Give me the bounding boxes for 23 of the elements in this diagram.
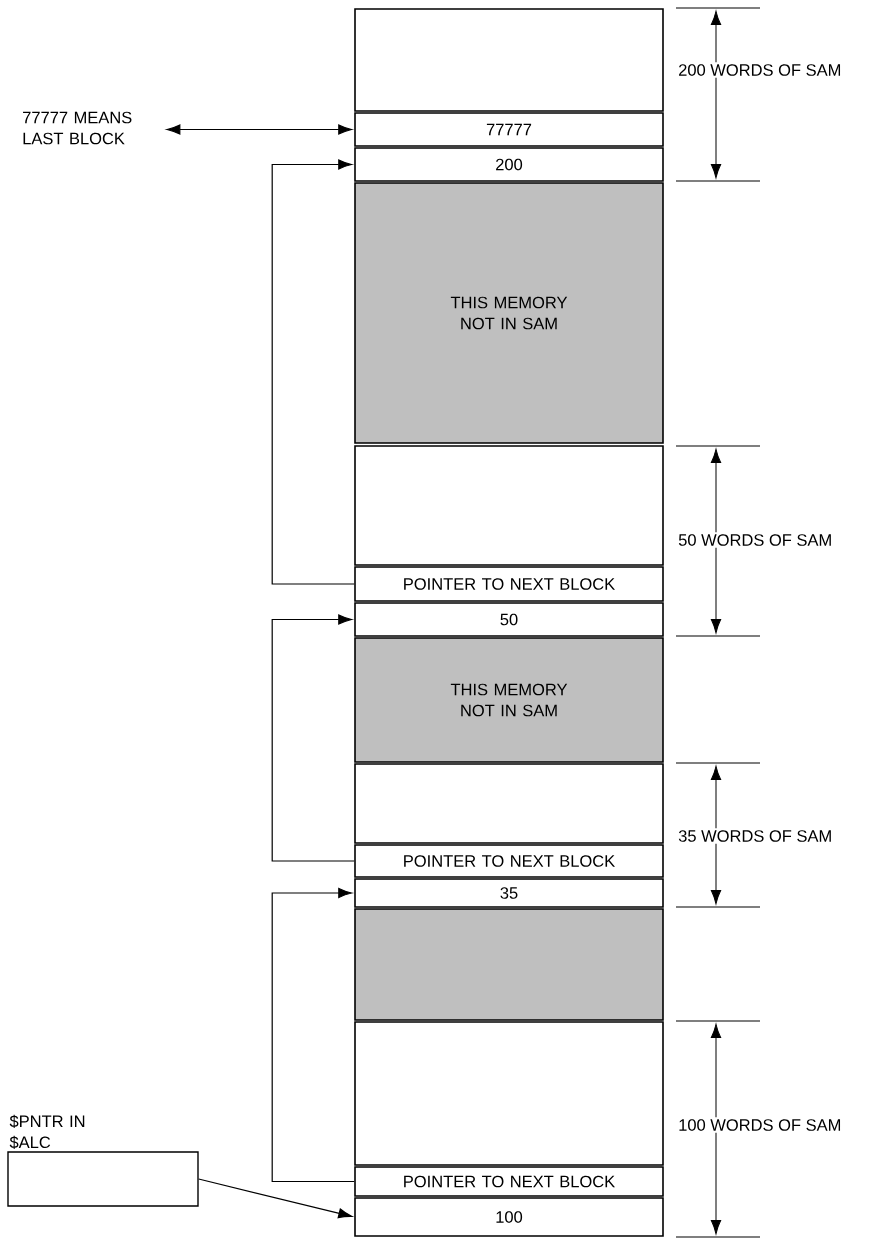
memory-block [354,908,664,1021]
memory-cell: POINTER TO NEXT BLOCK [354,844,664,878]
memory-cell: 200 [354,147,664,182]
arrow [271,159,355,585]
memory-cell: POINTER TO NEXT BLOCK [354,566,664,602]
arrow [166,124,353,135]
register-box: $PNTR IN $ALC [7,1114,199,1207]
memory-cell: POINTER TO NEXT BLOCK [354,1166,664,1197]
dimension-label: 35 WORDS OF SAM [676,828,835,844]
dimension-label: 100 WORDS OF SAM [676,1117,844,1133]
arrow [271,614,355,862]
memory-cell: 77777 [354,112,664,147]
memory-cell: 35 [354,878,664,908]
node-label: $PNTR IN $ALC [9,1114,85,1150]
note-text: 77777 MEANS LAST BLOCK [23,111,132,145]
dimension-label: 200 WORDS OF SAM [676,62,844,78]
memory-block: THIS MEMORY NOT IN SAM [354,182,664,444]
arrow [271,887,355,1183]
memory-cell: 100 [354,1197,664,1237]
dimension-label: 50 WORDS OF SAM [676,532,835,548]
memory-cell: 50 [354,602,664,637]
arrow [198,1178,353,1219]
memory-block: THIS MEMORY NOT IN SAM [354,637,664,763]
